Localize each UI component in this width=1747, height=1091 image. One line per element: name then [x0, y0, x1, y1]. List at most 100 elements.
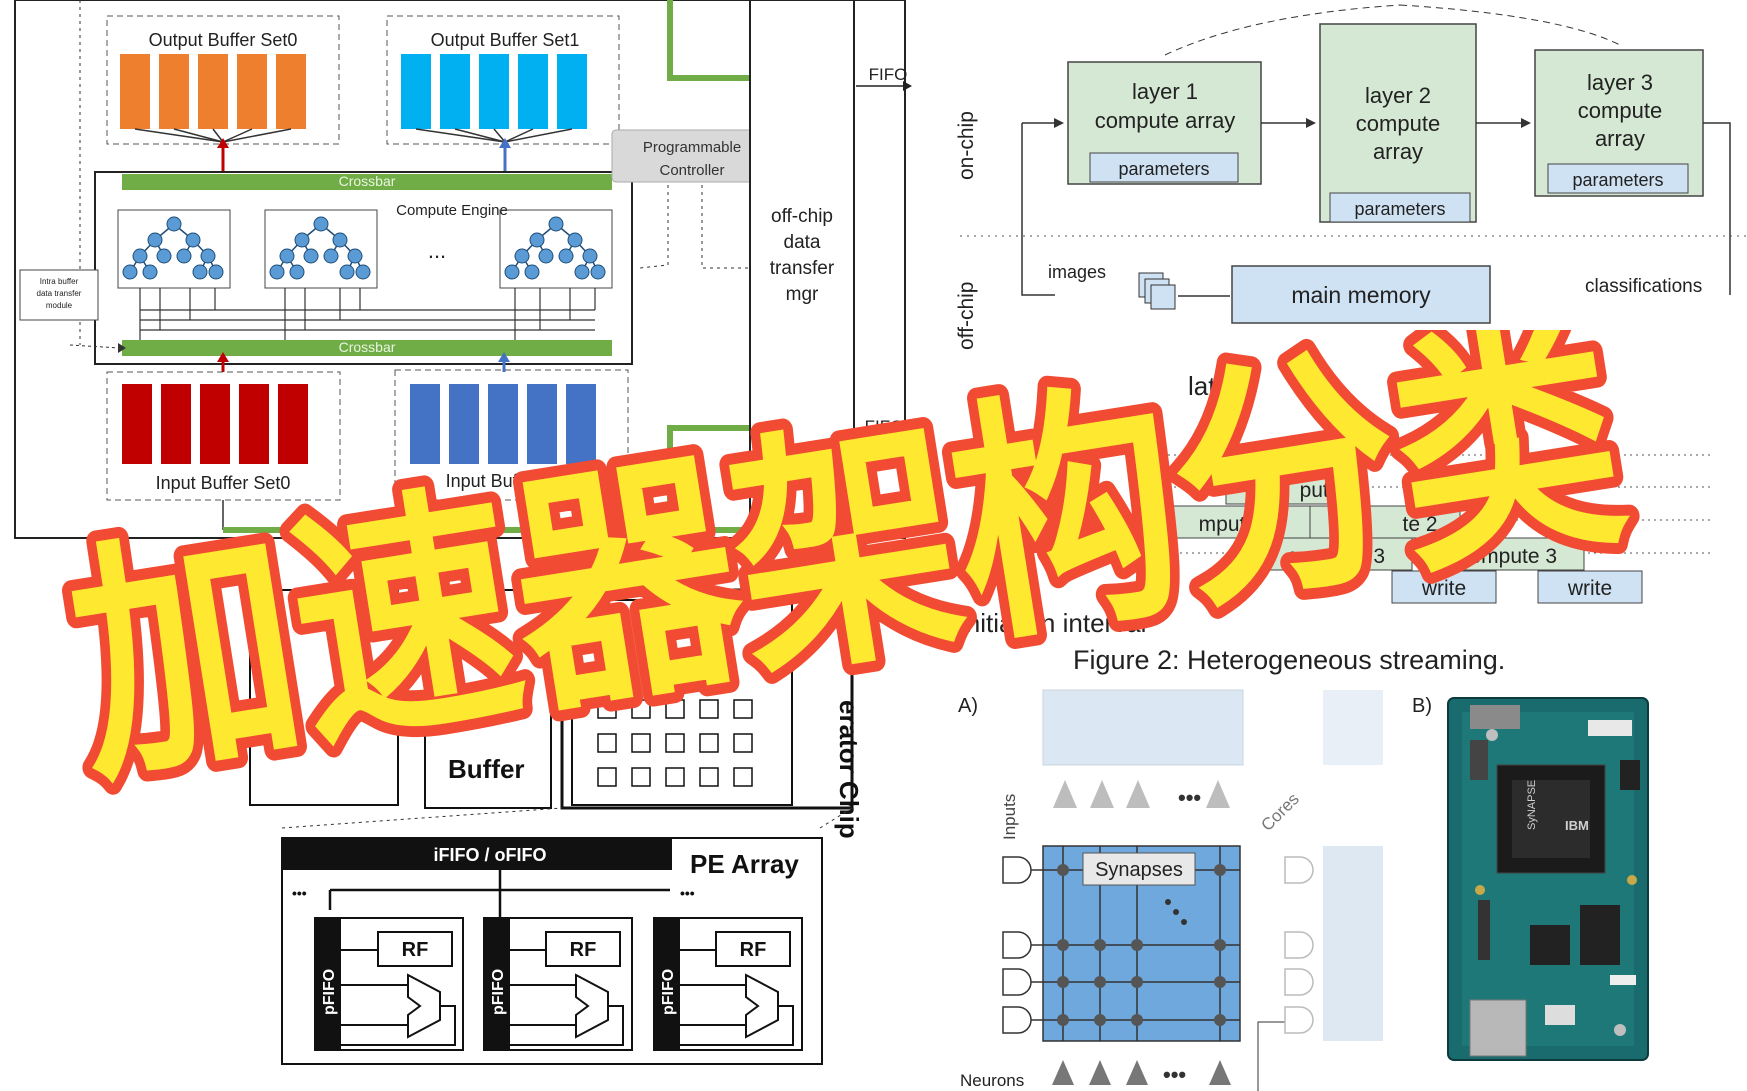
banner-title-svg: 加速器架构分类 [43, 278, 1650, 826]
offchip-line3: transfer [770, 258, 835, 279]
diag-dots [1165, 899, 1187, 925]
crossbar-bottom [122, 340, 612, 356]
initiation-interval-label: initiation interval [960, 608, 1146, 638]
timeline-write-2: write [1567, 577, 1612, 600]
synapses-box [1082, 852, 1196, 886]
topleft-diagram: Output Buffer Set0 Output Buffer Set1 [14, 0, 912, 539]
adder-tree-1 [117, 209, 231, 289]
pe-dots-left: ••• [292, 885, 307, 901]
bottomleft-diagram: CPU Buffer erator Chip iFIFO / oFIFO PE … [152, 588, 864, 1065]
intra-buffer-line3: module [46, 301, 73, 310]
pfifo-label-2: pFIFO [490, 969, 507, 1015]
timeline-compute-b: mput [1199, 513, 1246, 536]
output-buffer-set1-label: Output Buffer Set1 [431, 30, 580, 50]
ififo-bar [282, 838, 672, 870]
onchip-label: on-chip [955, 111, 978, 180]
main-memory-label: main memory [1291, 282, 1431, 308]
input-buffer-set0: Input Buffer Set0 [106, 352, 341, 501]
classifications-label: classifications [1585, 276, 1702, 297]
adder-tree-3 [499, 209, 613, 289]
layer1-subtitle: compute array [1095, 108, 1236, 133]
offchip-line2: data [784, 232, 821, 253]
intra-buffer-module [19, 269, 99, 321]
compute-engine-label: Compute Engine [396, 202, 508, 219]
synapse-dots [1057, 864, 1226, 1026]
fifo-bottom-label: FIFO [865, 417, 904, 436]
faded-core-right-top [1323, 690, 1383, 765]
images-label: images [1048, 262, 1106, 282]
timeline-compute-a: pute [1300, 479, 1341, 502]
layer2-line3: array [1373, 139, 1423, 164]
faded-triangles [1053, 780, 1230, 808]
timeline-compute3-b: compute 3 [1459, 545, 1557, 568]
faded-core-top [1042, 689, 1244, 766]
crossbar-top [122, 174, 612, 190]
rf-label-2: RF [570, 939, 597, 961]
layer1-title: layer 1 [1132, 79, 1198, 104]
neuron-ellipsis: ••• [1163, 1062, 1186, 1087]
pe-dots-right: ••• [680, 885, 695, 901]
timeline-blocks: pute mput te 2 compute 3 compute 3 write… [1159, 471, 1643, 604]
timeline-write-1: write [1421, 577, 1466, 600]
layer1-block: layer 1 compute array parameters [1067, 61, 1262, 185]
pfifo-label-1: pFIFO [321, 969, 338, 1015]
layer3-title: layer 3 [1587, 70, 1653, 95]
layer2-params: parameters [1354, 199, 1445, 219]
layer3-line2: compute [1578, 98, 1662, 123]
rf-label-3: RF [740, 939, 767, 961]
banner-title: 加速器架构分类 [60, 330, 1639, 800]
dashed-arc [1164, 4, 1621, 56]
offchip-transfer-mgr [749, 0, 855, 539]
outer-frame [14, 0, 906, 539]
green-link-bottom [667, 425, 750, 530]
ififo-label: iFIFO / oFIFO [434, 845, 547, 865]
timeline-compute-c: te 2 [1402, 513, 1437, 536]
topright-diagram: on-chip off-chip layer 1 compute array p… [955, 4, 1747, 675]
input-feed-lines [222, 500, 524, 530]
input-buffer-set1: Input Buffer Set1 [394, 352, 629, 501]
layer-arrows [1021, 122, 1731, 296]
neurons-label: Neurons [960, 1071, 1024, 1090]
adder-tree-2 [264, 209, 378, 289]
timeline-compute3-a: compute 3 [1287, 545, 1385, 568]
layer2-block: layer 2 compute array parameters [1319, 23, 1477, 223]
input-buffer-set0-label: Input Buffer Set0 [156, 473, 291, 493]
bottomright-diagram: A) B) ••• Inputs Cores Synapses [958, 689, 1649, 1091]
output-buffer-set1: Output Buffer Set1 [386, 15, 620, 172]
controller-line2: Controller [659, 162, 724, 179]
chip-brand-label: IBM [1565, 818, 1589, 833]
faded-core-right [1323, 846, 1383, 1041]
input-buffer-set1-label: Input Buffer Set1 [446, 471, 581, 491]
pfifo-label-3: pFIFO [660, 969, 677, 1015]
layer3-params: parameters [1572, 170, 1663, 190]
fifo-top-label: FIFO [869, 65, 908, 84]
layer3-line3: array [1595, 126, 1645, 151]
offchip-label: off-chip [955, 282, 978, 351]
label-a: A) [958, 695, 978, 717]
figure-caption: Figure 2: Heterogeneous streaming. [1073, 645, 1505, 675]
green-link-top [667, 0, 750, 81]
intra-buffer-line2: data transfer [37, 289, 82, 298]
top-ellipsis: ••• [1178, 785, 1201, 810]
banner-title-wrap: 加速器架构分类 [43, 278, 1700, 826]
images-stack-icon [1138, 272, 1176, 310]
cpu-label: CPU [152, 597, 211, 628]
axon-gates [1002, 856, 1032, 1034]
offchip-line4: mgr [786, 284, 819, 305]
output-buffer-set0-label: Output Buffer Set0 [149, 30, 298, 50]
neuron-triangles [1052, 1060, 1231, 1085]
buffer-label: Buffer [448, 754, 525, 784]
main-memory-box [1231, 265, 1491, 324]
pe-unit-1: pFIFO RF [314, 917, 464, 1051]
layer1-params: parameters [1118, 159, 1209, 179]
synapses-label: Synapses [1095, 859, 1183, 881]
mini-pe-grid [597, 699, 753, 787]
compute-engine-frame [94, 171, 633, 365]
tree-wires [139, 288, 596, 340]
layer2-line2: compute [1356, 111, 1440, 136]
synapse-board-photo: SyNAPSE IBM [1447, 697, 1649, 1061]
output-buffer-set0: Output Buffer Set0 [106, 15, 340, 172]
rf-label-1: RF [402, 939, 429, 961]
